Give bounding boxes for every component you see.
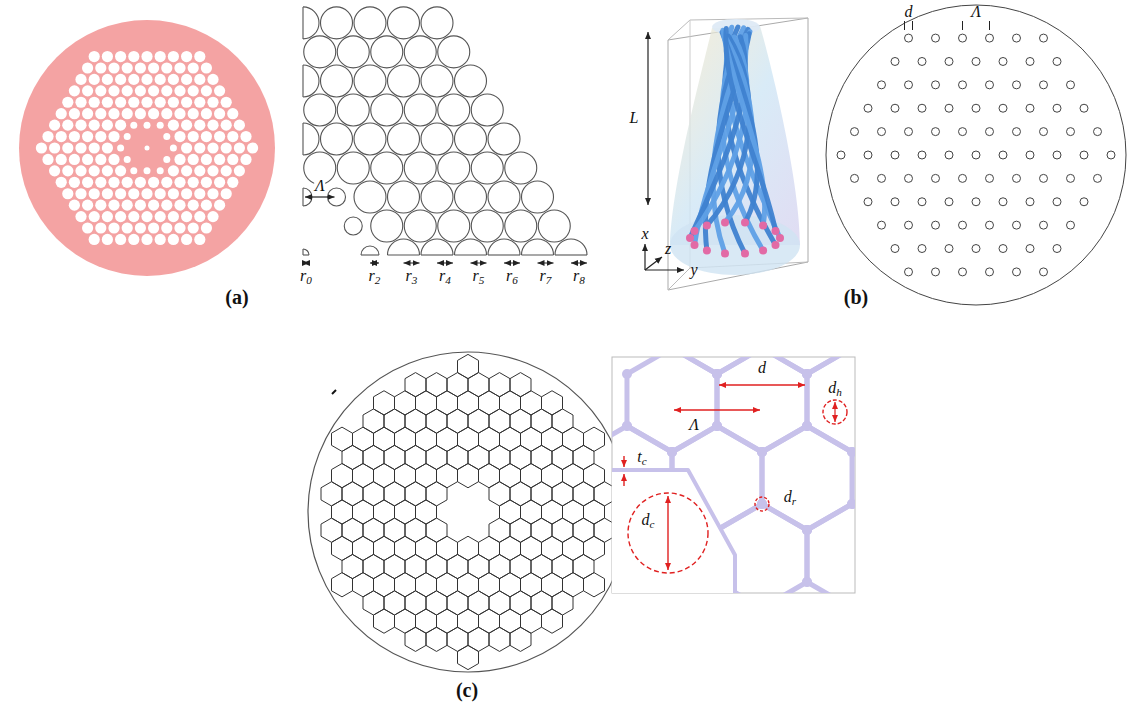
detail-walls xyxy=(612,357,855,593)
dimension-ticks xyxy=(905,21,990,30)
detail-annotations xyxy=(624,385,847,573)
radius-label: r6 xyxy=(506,268,518,284)
core-diameter-label: dc xyxy=(642,512,655,528)
diameter-label: d xyxy=(758,360,766,376)
panel-label: (c) xyxy=(456,680,478,700)
radius-label: r2 xyxy=(369,268,381,284)
radius-label: r3 xyxy=(406,268,418,284)
air-holes xyxy=(837,34,1115,276)
axis-label: x xyxy=(641,226,648,242)
panel-label: (b) xyxy=(844,287,868,307)
pitch-label: Λ xyxy=(314,178,326,194)
radius-label: r7 xyxy=(540,268,552,284)
axis-label: z xyxy=(665,241,671,257)
fiber-outline xyxy=(826,5,1126,305)
length-label: L xyxy=(630,110,639,126)
radius-label: r0 xyxy=(300,268,312,284)
pitch-label: Λ xyxy=(971,4,981,20)
honeycomb-cladding xyxy=(321,354,615,669)
radius-label: dr xyxy=(784,489,796,505)
twisted-fiber-3d xyxy=(645,18,808,290)
fiber-outline xyxy=(308,352,628,672)
axis-label: y xyxy=(690,262,697,278)
dimension-arrows xyxy=(303,197,587,263)
hole-diameter-label: dh xyxy=(828,380,842,396)
diameter-label: d xyxy=(905,4,913,20)
panel-label: (a) xyxy=(225,287,248,307)
pitch-label: Λ xyxy=(688,417,700,433)
hole-schematic xyxy=(287,7,587,271)
radius-label: r4 xyxy=(439,268,451,284)
radius-label: r5 xyxy=(473,268,485,284)
fiber-cladding xyxy=(19,20,275,276)
air-holes xyxy=(36,51,258,245)
radius-label: r8 xyxy=(573,268,585,284)
thickness-label: tc xyxy=(637,449,646,465)
